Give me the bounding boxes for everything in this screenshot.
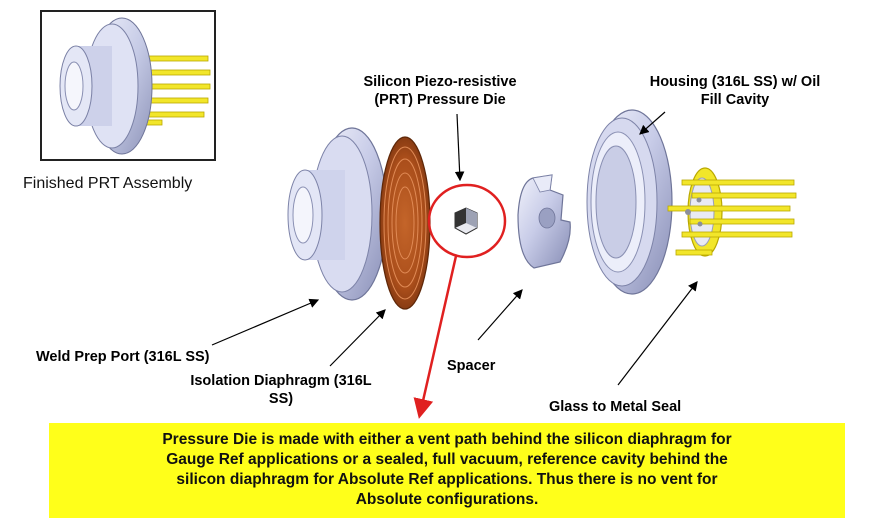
pressure-die-label: Silicon Piezo-resistive (PRT) Pressure D… xyxy=(340,73,540,109)
glass-to-metal-seal xyxy=(667,167,797,257)
spacer-leader xyxy=(477,289,523,341)
isolation-label-line2: SS) xyxy=(268,391,294,407)
spacer-label: Spacer xyxy=(447,358,496,374)
glass-seal-leader xyxy=(617,281,698,386)
note-line4: Absolute configurations. xyxy=(355,491,539,508)
pressure-die xyxy=(454,207,478,235)
finished-assembly-illustration xyxy=(59,17,211,155)
inset-caption: Finished PRT Assembly xyxy=(23,175,193,192)
isolation-label-line1: Isolation Diaphragm (316L xyxy=(190,373,372,389)
note-box: Pressure Die is made with either a vent … xyxy=(49,423,845,518)
weld-port-leader xyxy=(211,298,320,346)
housing-label-line2: Fill Cavity xyxy=(700,92,770,108)
isolation-diaphragm-label: Isolation Diaphragm (316L SS) xyxy=(176,372,386,408)
pressure-die-label-line1: Silicon Piezo-resistive xyxy=(363,74,517,90)
weld-prep-port xyxy=(287,127,388,301)
housing xyxy=(586,109,673,295)
leader-lines xyxy=(211,111,698,386)
housing-label: Housing (316L SS) w/ Oil Fill Cavity xyxy=(620,73,850,109)
weld-port-label: Weld Prep Port (316L SS) xyxy=(36,349,210,365)
spacer xyxy=(517,174,571,269)
die-highlight-ring xyxy=(427,183,507,259)
housing-leader xyxy=(639,111,666,135)
note-line3: silicon diaphragm for Absolute Ref appli… xyxy=(176,471,718,488)
note-pointer-arrow xyxy=(413,255,458,419)
isolation-leader xyxy=(329,309,386,367)
finished-assembly-inset xyxy=(40,10,216,161)
isolation-diaphragm xyxy=(379,136,431,310)
housing-label-line1: Housing (316L SS) w/ Oil xyxy=(649,74,821,90)
pressure-die-label-line2: (PRT) Pressure Die xyxy=(374,92,506,108)
note-line2: Gauge Ref applications or a sealed, full… xyxy=(166,451,728,468)
note-line1: Pressure Die is made with either a vent … xyxy=(162,431,732,448)
die-leader xyxy=(454,113,465,182)
glass-seal-label: Glass to Metal Seal xyxy=(549,399,682,415)
